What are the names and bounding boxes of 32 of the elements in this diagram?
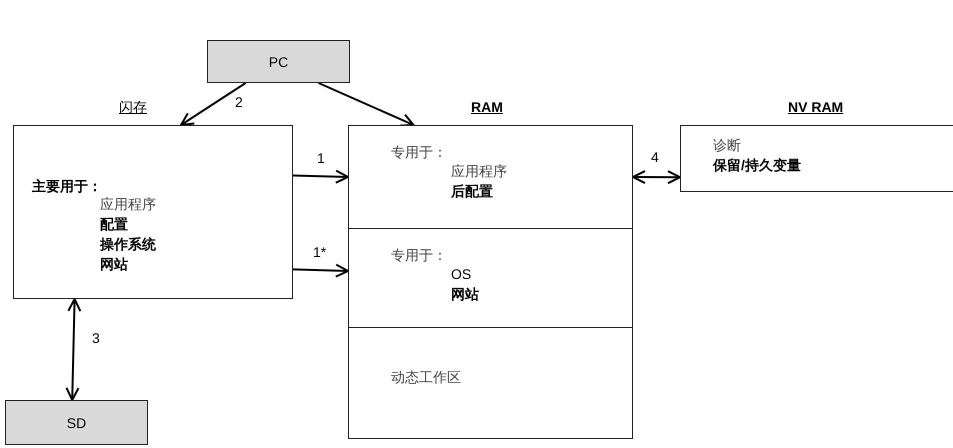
item-text: 网站 (451, 285, 479, 303)
item-text: 诊断 (713, 136, 741, 154)
memory-heading: NV RAM (788, 98, 844, 116)
item-text: 应用程序 (451, 162, 507, 180)
device-box (207, 40, 350, 83)
device-box (5, 400, 148, 445)
item-text: 专用于： (391, 246, 447, 264)
item-text: OS (451, 265, 472, 283)
edge-label: 2 (234, 94, 244, 110)
node-label: SD (66, 414, 88, 432)
item-text: 操作系统 (100, 235, 156, 253)
node-label: PC (268, 53, 290, 71)
edge-label: 4 (650, 149, 660, 165)
memory-heading: 闪存 (119, 98, 147, 116)
arrow (632, 170, 681, 184)
arrow (318, 82, 415, 127)
arrow (66, 298, 82, 401)
item-text: 后配置 (451, 182, 493, 200)
arrow (180, 82, 246, 126)
item-text: 主要用于： (32, 177, 102, 195)
arrow (292, 264, 349, 278)
item-text: 保留/持久变量 (713, 156, 801, 174)
edge-label: 3 (91, 330, 101, 346)
edge-label: 1 (316, 150, 326, 166)
item-text: 配置 (100, 215, 128, 233)
item-text: 应用程序 (100, 195, 156, 213)
arrow (292, 170, 349, 184)
memory-heading: RAM (471, 98, 503, 116)
item-text: 动态工作区 (391, 368, 461, 386)
item-text: 专用于： (391, 143, 447, 161)
edge-label: 1* (312, 244, 328, 260)
item-text: 网站 (100, 255, 128, 273)
